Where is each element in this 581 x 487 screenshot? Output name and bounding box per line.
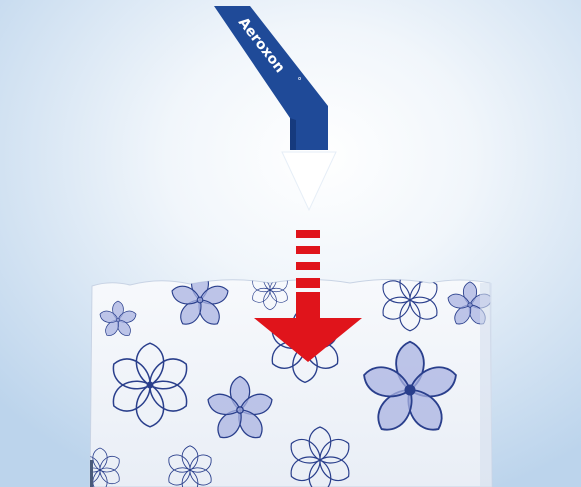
product-illustration: Aeroxon ° — [0, 0, 581, 487]
illustration-canvas: Aeroxon ° — [0, 0, 581, 487]
